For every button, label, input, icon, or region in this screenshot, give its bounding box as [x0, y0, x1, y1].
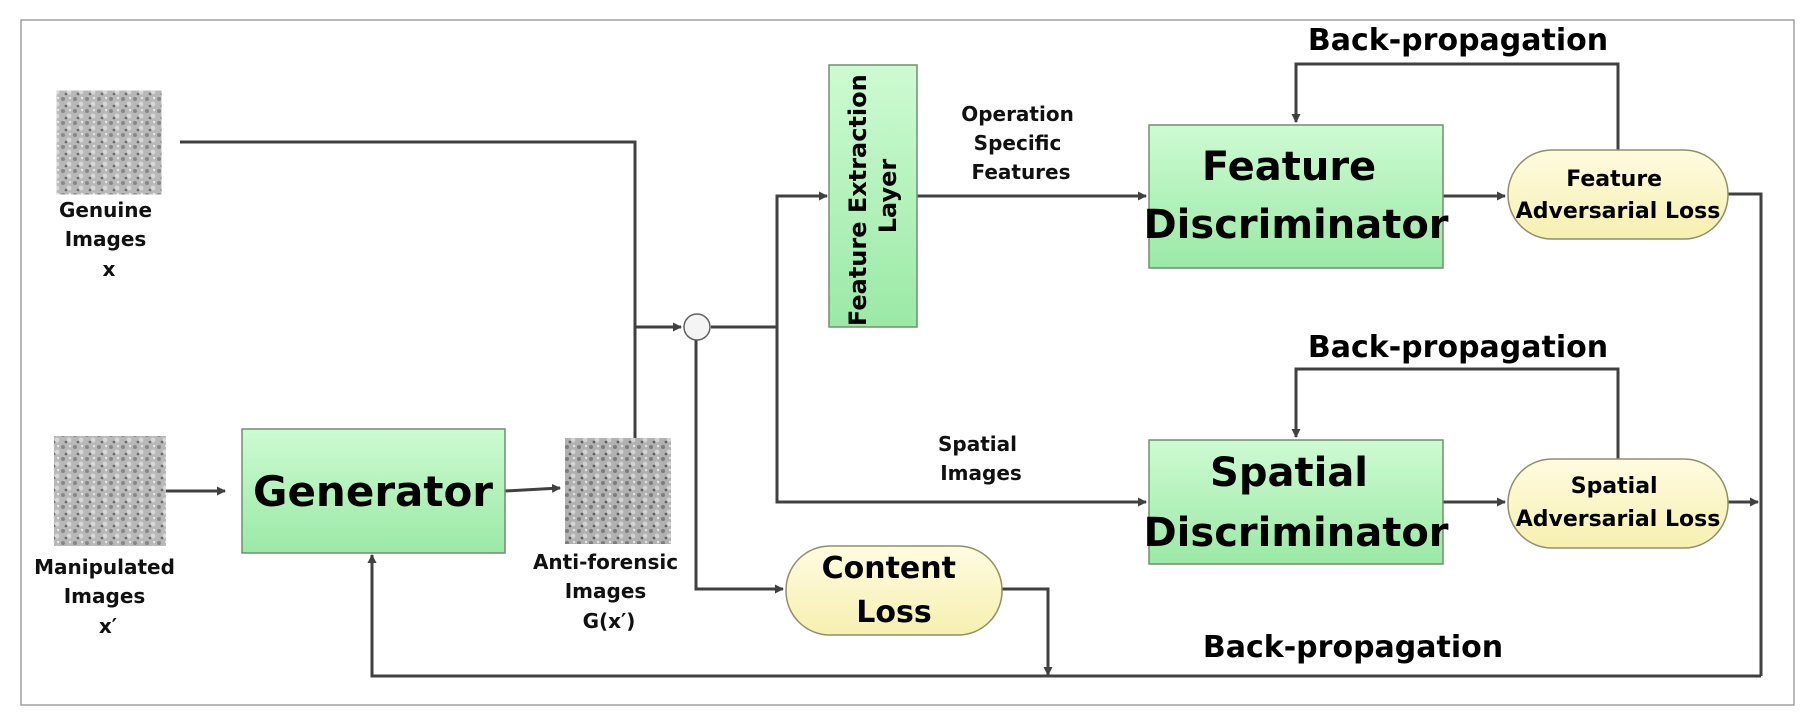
edge-merge-to-content-loss — [694, 340, 784, 594]
diagram-frame — [20, 19, 1795, 706]
backprop-generator-label: Back-propagation — [1203, 630, 1503, 665]
manipulated-images-caption: Manipulated Images x′ — [34, 555, 182, 638]
edge-backprop-to-generator — [367, 554, 1761, 678]
feature-discriminator-label: Feature Discriminator — [1143, 144, 1448, 248]
manipulated-image-thumbnail — [54, 436, 166, 546]
spatial-adversarial-loss-label: Spatial Adversarial Loss — [1516, 474, 1721, 532]
anti-forensic-images-caption: Anti-forensic Images G(x′) — [533, 550, 685, 633]
operation-specific-features-label: Operation Specific Features — [961, 102, 1081, 184]
spatial-adversarial-loss-node: Spatial Adversarial Loss — [1507, 458, 1729, 549]
genuine-image-thumbnail — [55, 89, 163, 196]
anti-forensic-image-thumbnail — [565, 438, 671, 544]
feature-adversarial-loss-node: Feature Adversarial Loss — [1507, 149, 1729, 240]
edges — [166, 62, 1763, 678]
backprop-spatial-label: Back-propagation — [1308, 330, 1608, 365]
edge-backprop-spatial-loop — [1291, 367, 1620, 459]
spatial-discriminator-node: Spatial Discriminator — [1143, 439, 1449, 565]
edge-generator-to-antiforensic — [504, 483, 561, 493]
edge-genuine-to-merge — [180, 140, 637, 327]
feature-extraction-node: Feature Extraction Layer — [828, 64, 918, 328]
edge-feature-loss-to-bus — [1728, 192, 1763, 676]
feature-extraction-label: Feature Extraction Layer — [844, 66, 902, 326]
edge-content-loss-to-bus — [1002, 587, 1053, 676]
spatial-discriminator-label: Spatial Discriminator — [1143, 450, 1448, 556]
content-loss-label: Content Loss — [822, 551, 967, 630]
feature-discriminator-node: Feature Discriminator — [1143, 124, 1449, 269]
edge-backprop-feature-loop — [1291, 62, 1620, 152]
edge-merge-to-feature-extraction — [711, 191, 828, 329]
generator-node: Generator — [241, 428, 506, 554]
feature-adversarial-loss-label: Feature Adversarial Loss — [1516, 167, 1721, 224]
merge-junction — [683, 313, 711, 341]
backprop-feature-label: Back-propagation — [1308, 23, 1608, 58]
genuine-images-caption: Genuine Images x — [59, 198, 159, 281]
generator-label: Generator — [253, 467, 493, 516]
edge-merge-to-spatial-discriminator — [775, 327, 1147, 507]
spatial-images-label: Spatial Images — [938, 432, 1024, 485]
content-loss-node: Content Loss — [785, 545, 1003, 636]
